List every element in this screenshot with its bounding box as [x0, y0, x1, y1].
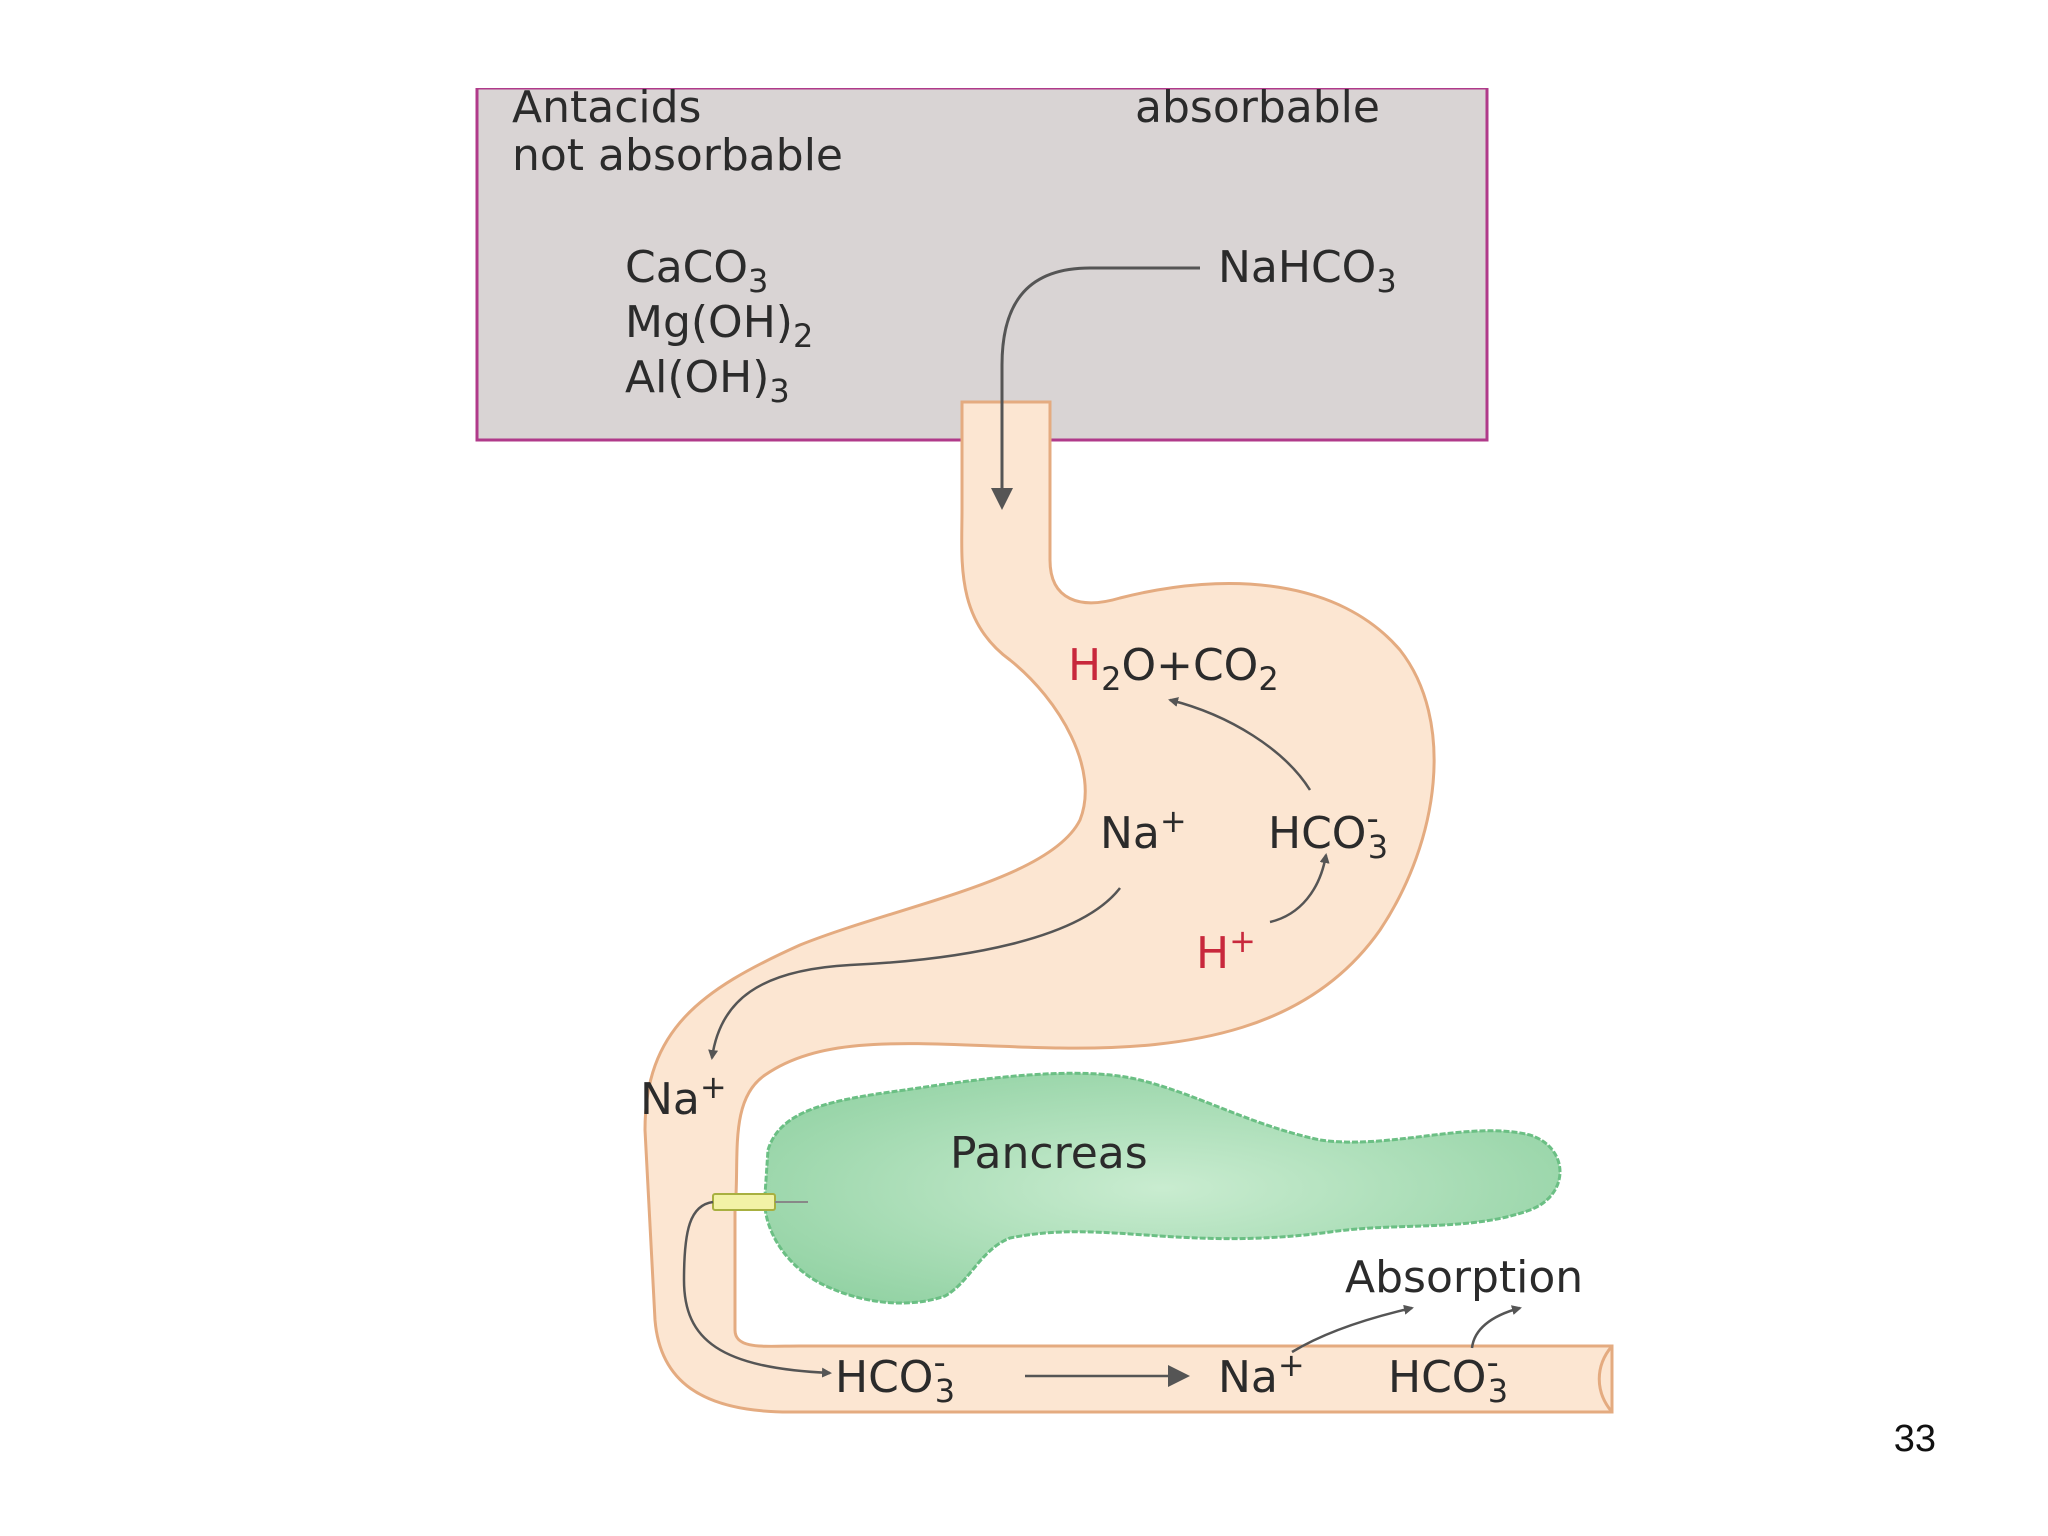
- stomach-hco3-ion: HCO-3: [1268, 799, 1388, 866]
- intestine-na-ion: Na+: [1218, 1346, 1305, 1403]
- intestine-end: [1597, 1345, 1614, 1413]
- intestine-hco3-ion: HCO-3: [1388, 1343, 1508, 1410]
- duodenum-na-ion: Na+: [640, 1068, 727, 1125]
- compound-aloh3: Al(OH)3: [625, 352, 790, 410]
- antacids-heading: Antacids: [512, 82, 701, 133]
- pancreas-shape: [763, 1071, 1562, 1305]
- absorbable-heading: absorbable: [1135, 82, 1380, 133]
- page-number: 33: [1893, 1418, 1936, 1460]
- compound-mgoh2: Mg(OH)2: [625, 297, 813, 355]
- h-to-hco3-arrow: [1269, 853, 1330, 924]
- duct-to-hco3-arrow: [682, 1200, 832, 1378]
- hco3-to-product-arrow: [1168, 697, 1312, 791]
- compound-nahco3: NaHCO3: [1218, 242, 1397, 300]
- na-absorption-arrow: [1291, 1304, 1414, 1354]
- nahco3-arrow: [991, 266, 1200, 510]
- pancreatic-duct: [712, 1193, 776, 1211]
- intestine-hco3-secreted: HCO-3: [835, 1343, 955, 1410]
- stomach-na-ion: Na+: [1100, 802, 1187, 859]
- pancreas-label: Pancreas: [950, 1128, 1148, 1179]
- na-to-duodenum-arrow: [708, 887, 1121, 1060]
- hco3-absorption-arrow: [1470, 1305, 1522, 1349]
- box-top-mask: [470, 60, 1494, 88]
- product-h2o-co2: H2O+CO2: [1068, 640, 1279, 698]
- compound-caco3: CaCO3: [625, 242, 768, 300]
- not-absorbable-heading: not absorbable: [512, 130, 843, 181]
- antacid-box: [475, 86, 1489, 442]
- absorption-label: Absorption: [1345, 1252, 1583, 1303]
- stomach-h-ion: H+: [1196, 922, 1256, 979]
